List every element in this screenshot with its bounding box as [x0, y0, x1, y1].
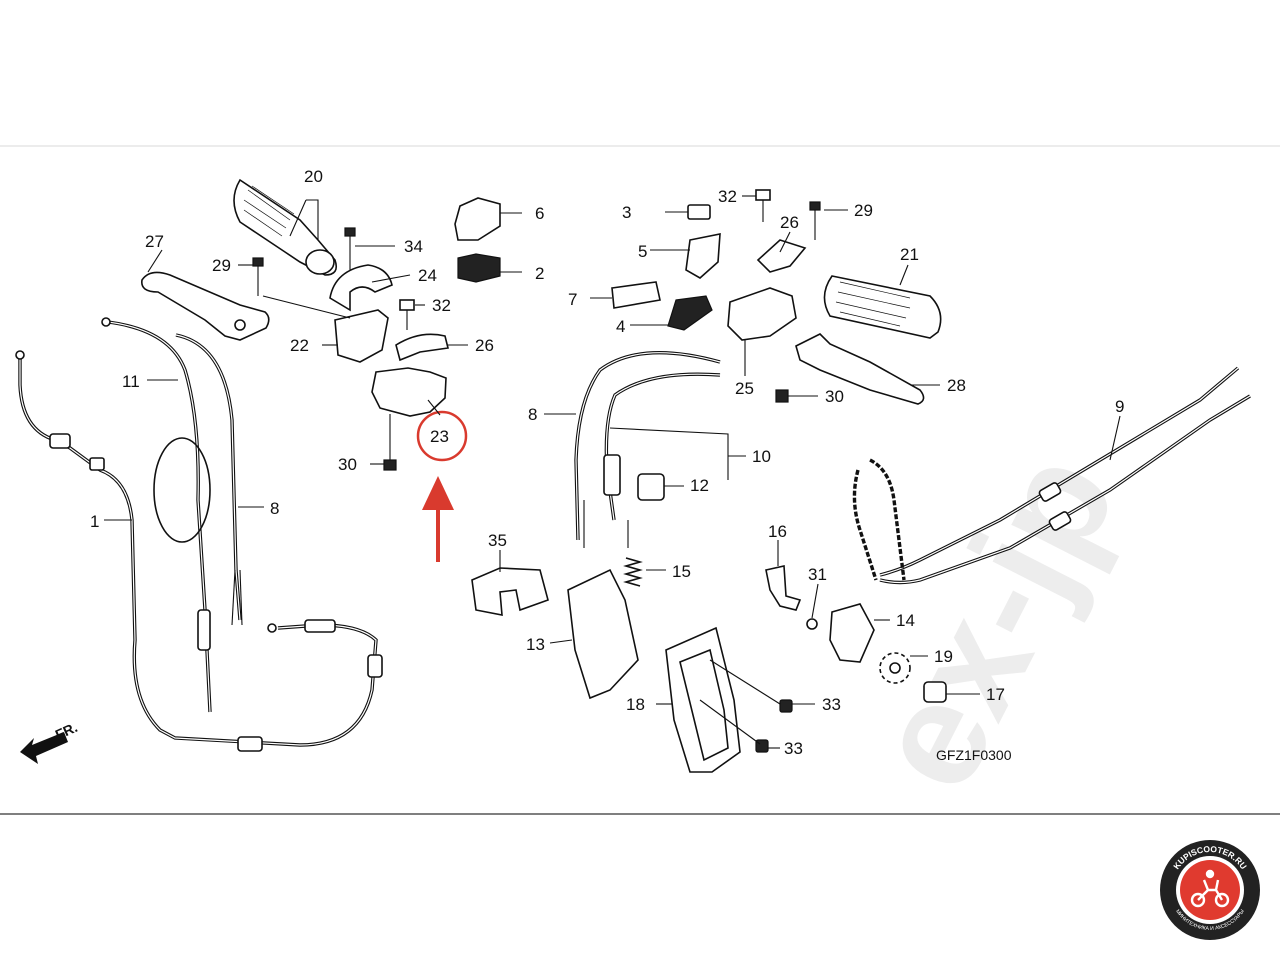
screw-29-left [252, 257, 264, 296]
clip-12 [637, 473, 665, 501]
label-9: 9 [1115, 397, 1124, 416]
holder-23 [371, 367, 447, 417]
grip-20 [233, 178, 338, 276]
label-15: 15 [672, 562, 691, 581]
label-19: 19 [934, 647, 953, 666]
label-11: 11 [122, 372, 140, 391]
label-21: 21 [900, 245, 919, 264]
cable-8-left [175, 333, 243, 626]
cable-1 [15, 350, 383, 752]
chain [852, 458, 906, 581]
label-17: 17 [986, 685, 1005, 704]
label-10: 10 [752, 447, 771, 466]
brake-lever-28 [795, 333, 925, 405]
label-20: 20 [304, 167, 323, 186]
label-26-left: 26 [475, 336, 494, 355]
label-1: 1 [90, 512, 99, 531]
leader-lines [104, 195, 1121, 749]
label-8-left: 8 [270, 499, 279, 518]
label-29-left: 29 [212, 256, 231, 275]
direction-label: FR. [53, 719, 80, 743]
spring-15 [623, 557, 643, 587]
screw-33-a [779, 699, 793, 713]
label-24: 24 [418, 266, 437, 285]
label-4: 4 [616, 317, 625, 336]
label-14: 14 [896, 611, 915, 630]
shop-logo: KUPISCOOTER.RU МИНИТЕХНИКА И АКСЕССУАРЫ [1160, 840, 1260, 940]
label-18: 18 [626, 695, 645, 714]
label-6: 6 [535, 204, 544, 223]
label-22: 22 [290, 336, 309, 355]
label-5: 5 [638, 242, 647, 261]
clamp-24 [329, 264, 393, 312]
bracket-16 [765, 565, 802, 611]
bolt-32-left [399, 299, 415, 330]
diagram-code: GFZ1F0300 [936, 747, 1012, 763]
clip-31 [806, 618, 818, 630]
bracket-22 [334, 309, 389, 363]
cable-9 [879, 366, 1251, 585]
label-7: 7 [568, 290, 577, 309]
cover-13 [567, 568, 639, 700]
label-2: 2 [535, 264, 544, 283]
clamp-26-left [395, 333, 449, 362]
label-30-left: 30 [338, 455, 357, 474]
clutch-lever-27 [141, 271, 270, 341]
label-25: 25 [735, 379, 754, 398]
label-31: 31 [808, 565, 827, 584]
label-32-left: 32 [432, 296, 451, 315]
switch-2 [457, 253, 501, 283]
bracket-35 [471, 567, 549, 616]
collar-17 [923, 681, 947, 703]
label-13: 13 [526, 635, 545, 654]
label-33-b: 33 [784, 739, 803, 758]
label-35: 35 [488, 531, 507, 550]
nut-30-right [775, 389, 789, 403]
clamp-26-right [756, 239, 807, 273]
label-27: 27 [145, 232, 164, 251]
label-30-right: 30 [825, 387, 844, 406]
grip-21 [823, 275, 942, 339]
label-34: 34 [404, 237, 423, 256]
label-12: 12 [690, 476, 709, 495]
nut-30-left [383, 414, 397, 471]
plate-18 [665, 626, 741, 773]
label-29-right: 29 [854, 201, 873, 220]
switch-6 [454, 197, 501, 241]
screw-29-right [809, 201, 821, 240]
label-8-mid: 8 [528, 405, 537, 424]
holder-25 [727, 287, 797, 341]
front-arrow-icon: FR. [20, 719, 80, 764]
highlight-marker [416, 410, 468, 562]
scooter-icon [1190, 869, 1230, 908]
bolt-32-right [755, 189, 771, 222]
label-16: 16 [768, 522, 787, 541]
label-23: 23 [430, 427, 449, 446]
part-labels: 1 2 3 4 5 6 7 8 8 9 10 11 12 13 14 15 16… [90, 167, 1124, 763]
label-26-right: 26 [780, 213, 799, 232]
cable-11 [101, 317, 212, 713]
switches-group [611, 204, 721, 331]
label-32-right: 32 [718, 187, 737, 206]
cable-10 [603, 372, 721, 548]
block-14 [829, 603, 875, 663]
cable-8-mid [574, 350, 721, 548]
label-33-a: 33 [822, 695, 841, 714]
label-3: 3 [622, 203, 631, 222]
screw-34 [344, 227, 356, 270]
label-28: 28 [947, 376, 966, 395]
